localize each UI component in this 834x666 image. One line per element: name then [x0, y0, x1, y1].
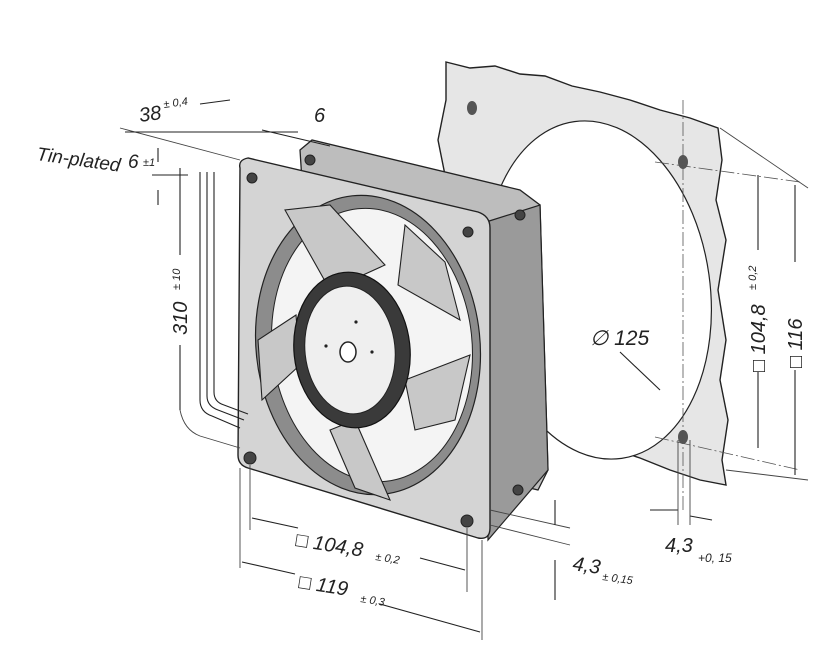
fan-hole-rear-right	[514, 209, 526, 221]
outer-right-value: □ 116	[785, 318, 807, 368]
diameter-label: ∅ 125	[590, 327, 649, 350]
fan-hole-top-left	[246, 172, 258, 184]
fan-hole-top-right	[462, 226, 474, 238]
hole-pitch-right-value: □ 104,8	[748, 304, 770, 372]
hole-pitch-bottom-tol: ± 0,2	[375, 551, 401, 567]
depth-value: 38	[138, 102, 163, 127]
dimension-lines	[119, 99, 809, 640]
hole-bottom-tol: ± 0,15	[602, 571, 635, 587]
fan-hole-bottom-left	[243, 451, 257, 465]
fan-hole-rear-bottom	[512, 484, 524, 496]
panel-hole-top-left	[467, 101, 477, 115]
hole-pitch-right-tol: ± 0,2	[747, 266, 759, 290]
depth-tol: ± 0,4	[163, 96, 189, 111]
cable-value: 310	[170, 302, 192, 335]
hole-bottom-value: 4,3	[571, 553, 602, 579]
fan-blade-1	[284, 204, 386, 291]
fan-hole-bottom-right	[460, 514, 474, 528]
hole-right-tol: +0, 15	[698, 551, 732, 565]
hole-pitch-bottom-value: □ 104,8	[294, 529, 364, 561]
outer-bottom-value: □ 119	[297, 571, 349, 600]
lead-wires	[199, 172, 249, 429]
flange-value: 6	[314, 105, 326, 127]
lead-strip-tol: ±1	[143, 157, 155, 169]
fan-body	[237, 139, 549, 542]
fan-blade-4	[329, 419, 392, 501]
tin-plated-label: Tin-plated	[35, 144, 123, 177]
fan-blade-2	[397, 223, 461, 322]
hole-right-value: 4,3	[665, 535, 693, 557]
cable-tol: ± 10	[171, 268, 183, 290]
outer-bottom-tol: ± 0,3	[360, 593, 387, 609]
fan-blade-3	[404, 354, 471, 431]
fan-hole-rear-top	[304, 154, 316, 166]
lead-strip-value: 6	[128, 152, 139, 173]
